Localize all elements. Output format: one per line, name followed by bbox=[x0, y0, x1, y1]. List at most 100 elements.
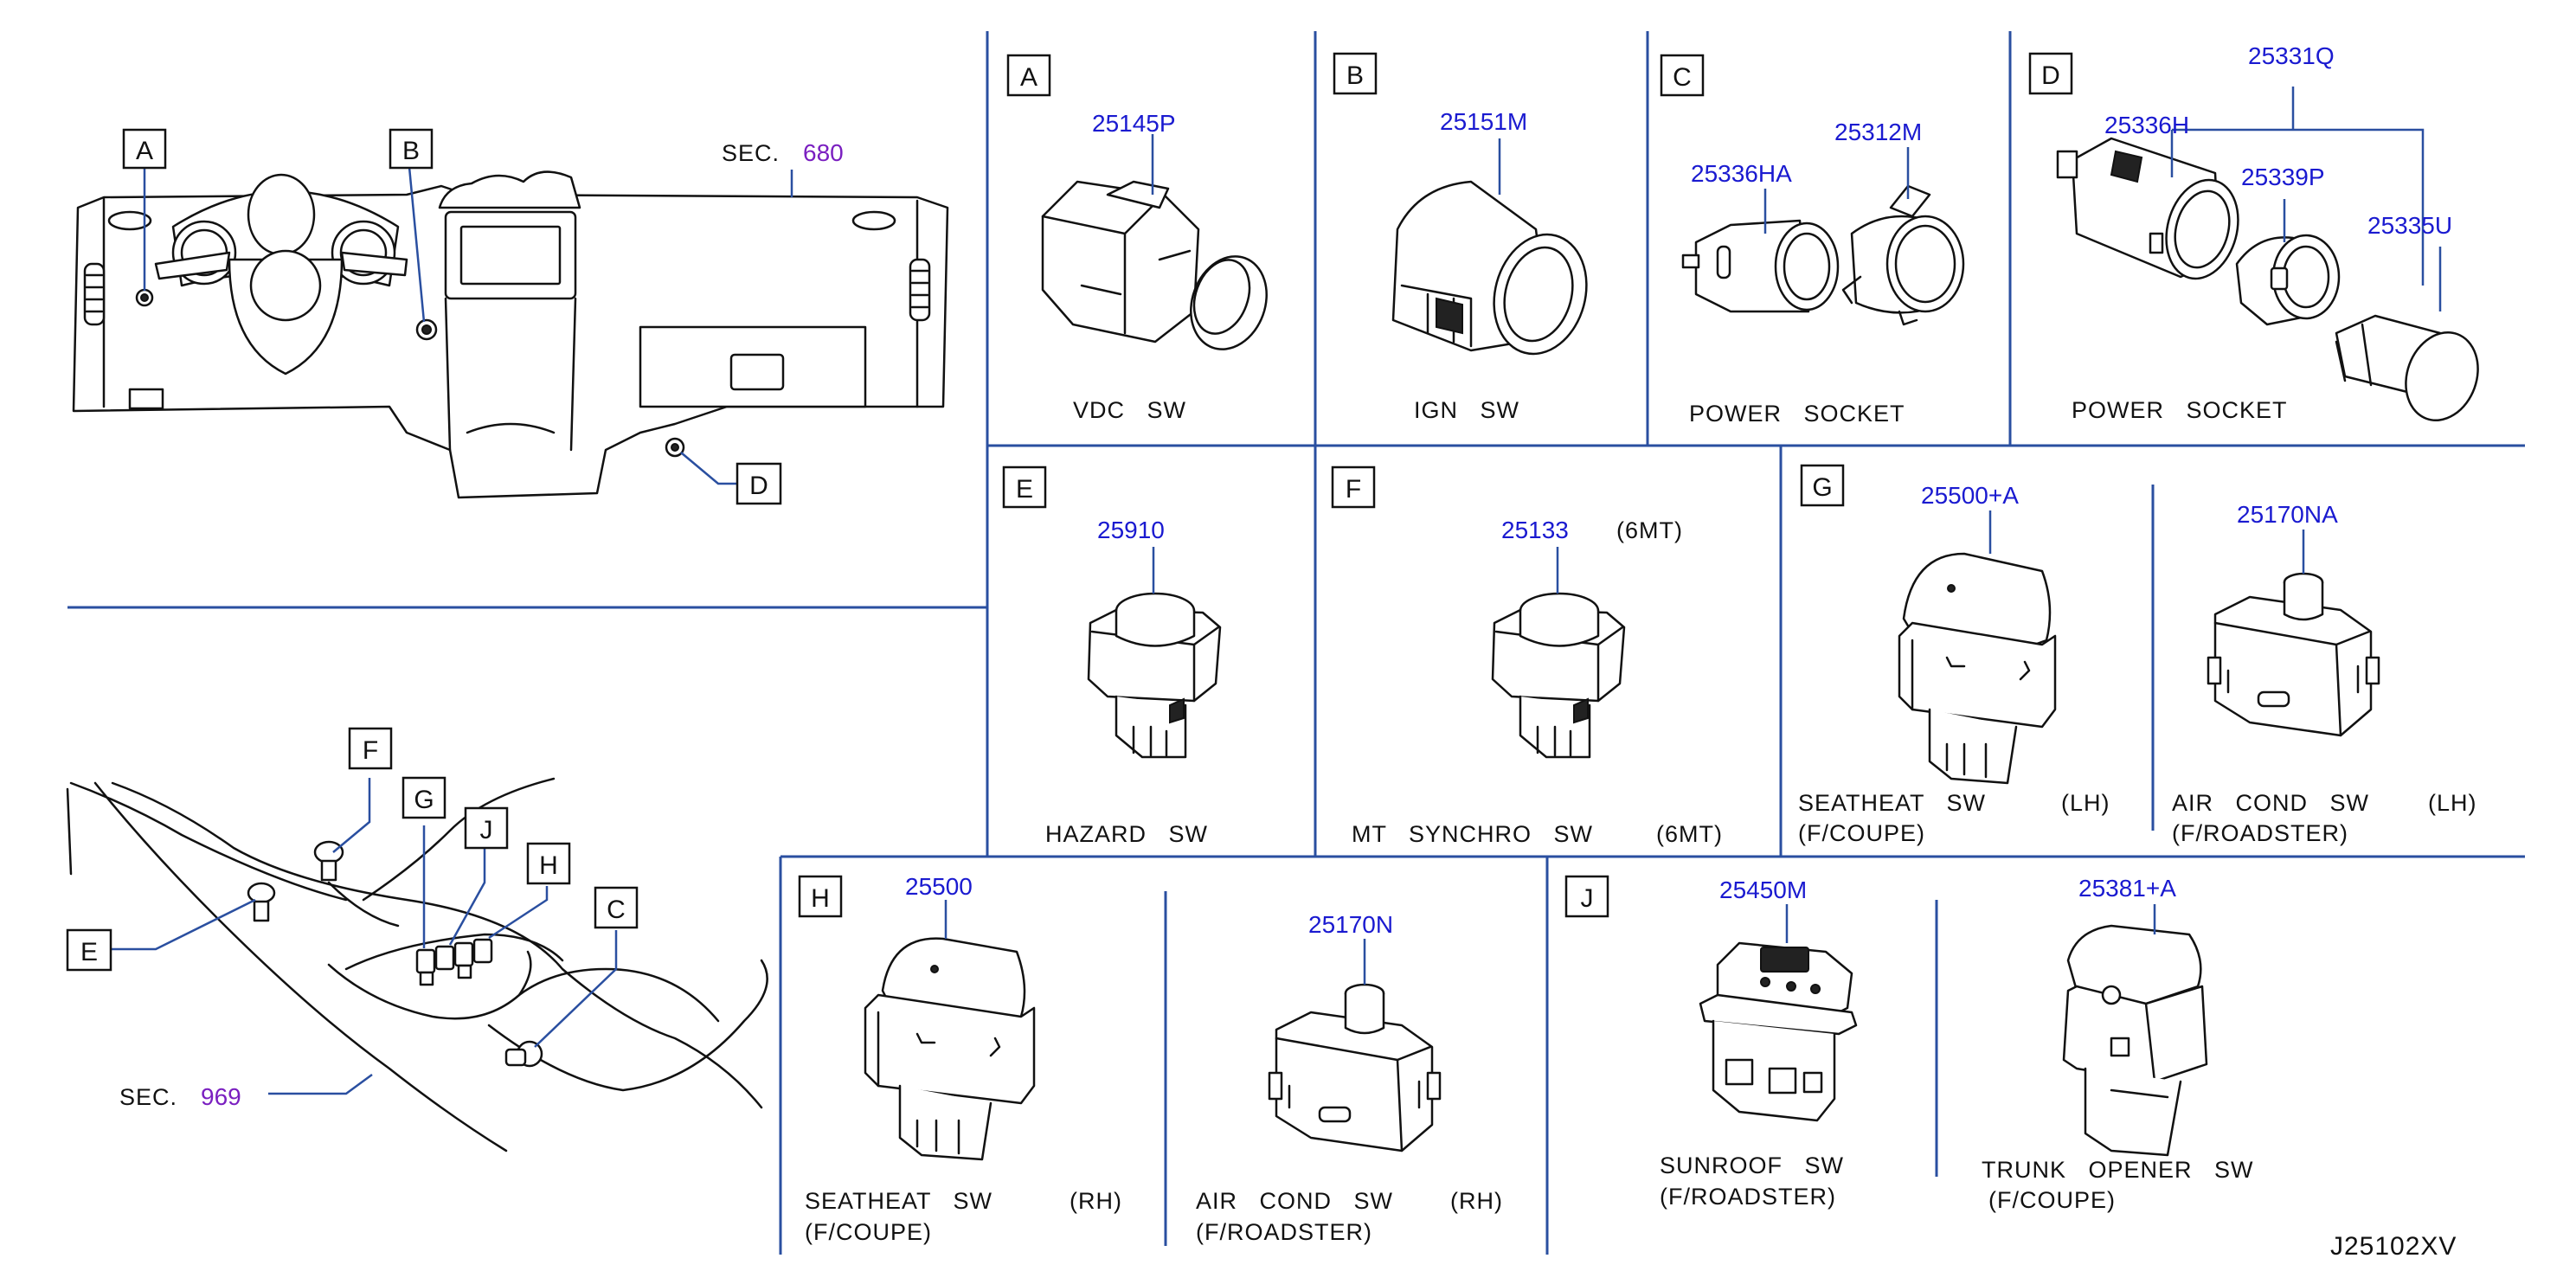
part-number[interactable]: 25331Q bbox=[2248, 42, 2335, 69]
svg-text:H: H bbox=[539, 851, 558, 880]
part-number[interactable]: 25910 bbox=[1097, 517, 1165, 543]
panel-label: POWER SOCKET bbox=[1689, 401, 1905, 427]
part-number[interactable]: 25500 bbox=[905, 873, 973, 900]
svg-text:G: G bbox=[1812, 473, 1832, 502]
svg-text:F: F bbox=[1346, 475, 1361, 504]
svg-text:J: J bbox=[1581, 884, 1594, 913]
svg-text:C: C bbox=[607, 896, 626, 924]
diagram-code: J25102XV bbox=[2330, 1232, 2457, 1261]
part-number[interactable]: 25500+A bbox=[1921, 482, 2019, 509]
part-number[interactable]: 25170NA bbox=[2237, 501, 2338, 528]
part-number[interactable]: 25145P bbox=[1092, 110, 1176, 137]
mt-synchro-switch-illustration bbox=[1491, 592, 1626, 759]
ign-switch-illustration bbox=[1391, 180, 1588, 356]
ref-box-panel-j: J bbox=[1564, 875, 1609, 918]
svg-text:D: D bbox=[2041, 61, 2060, 90]
power-socket-c-illustration bbox=[1681, 184, 1965, 326]
seatheat-rh-illustration bbox=[864, 937, 1036, 1161]
console-leaders bbox=[110, 778, 618, 1095]
panel-label: SEATHEAT SW bbox=[1798, 790, 1986, 816]
part-number[interactable]: 25339P bbox=[2241, 164, 2325, 190]
svg-text:D: D bbox=[749, 472, 768, 500]
sec-console-prefix: SEC. bbox=[119, 1084, 177, 1110]
trunk-opener-illustration bbox=[2062, 924, 2208, 1157]
ref-box-overview-a: A bbox=[122, 128, 167, 170]
panel-label: TRUNK OPENER SW bbox=[1982, 1157, 2254, 1183]
ref-box-overview-h: H bbox=[526, 842, 571, 885]
ref-box-panel-b: B bbox=[1333, 52, 1378, 95]
sunroof-switch-illustration bbox=[1699, 941, 1858, 1122]
panel-label: IGN SW bbox=[1414, 397, 1519, 423]
ref-box-overview-d: D bbox=[736, 462, 782, 505]
svg-text:E: E bbox=[1016, 475, 1033, 504]
panel-label-side: (RH) bbox=[1070, 1188, 1122, 1214]
ref-box-panel-f: F bbox=[1331, 465, 1376, 509]
ref-box-overview-j: J bbox=[464, 806, 509, 850]
dashboard-leaders bbox=[143, 166, 793, 485]
sec-console-number[interactable]: 969 bbox=[201, 1083, 241, 1110]
ref-box-panel-h: H bbox=[798, 875, 843, 918]
panel-label-variant: (F/COUPE) bbox=[1798, 820, 1925, 846]
panel-label: MT SYNCHRO SW bbox=[1352, 821, 1593, 847]
part-number[interactable]: 25336HA bbox=[1691, 160, 1792, 187]
svg-text:B: B bbox=[402, 137, 420, 165]
panel-label: POWER SOCKET bbox=[2072, 397, 2288, 423]
vdc-switch-illustration bbox=[1041, 180, 1268, 350]
ref-box-overview-g: G bbox=[401, 776, 446, 819]
dashboard-overview-drawing bbox=[72, 170, 949, 499]
panel-label-side: (RH) bbox=[1450, 1188, 1503, 1214]
air-cond-rh-illustration bbox=[1268, 983, 1442, 1152]
part-number[interactable]: 25170N bbox=[1308, 911, 1393, 938]
hazard-switch-illustration bbox=[1087, 592, 1222, 759]
console-switch-cluster bbox=[415, 938, 493, 986]
ref-box-overview-e: E bbox=[66, 928, 112, 972]
part-number[interactable]: 25450M bbox=[1719, 876, 1807, 903]
panel-label-variant: (F/ROADSTER) bbox=[1660, 1184, 1836, 1210]
ref-box-panel-a: A bbox=[1006, 54, 1051, 97]
panel-label-variant: (F/COUPE) bbox=[805, 1219, 932, 1245]
panel-label-variant: (F/ROADSTER) bbox=[1196, 1219, 1372, 1245]
part-number[interactable]: 25381+A bbox=[2078, 875, 2176, 902]
sec-dash-prefix: SEC. bbox=[722, 140, 780, 166]
part-note: (6MT) bbox=[1616, 517, 1683, 543]
air-cond-lh-illustration bbox=[2207, 572, 2380, 737]
panel-label: AIR COND SW bbox=[1196, 1188, 1393, 1214]
ref-box-panel-e: E bbox=[1002, 465, 1047, 509]
panel-label: VDC SW bbox=[1073, 397, 1186, 423]
panel-label-variant: (F/ROADSTER) bbox=[2172, 820, 2348, 846]
part-number[interactable]: 25151M bbox=[1440, 108, 1527, 135]
svg-text:H: H bbox=[811, 884, 830, 913]
panel-label-variant: (F/COUPE) bbox=[1988, 1187, 2116, 1213]
power-socket-d-illustration bbox=[2056, 137, 2479, 421]
ref-box-overview-c: C bbox=[594, 886, 639, 929]
ref-box-panel-d: D bbox=[2028, 52, 2073, 95]
part-number[interactable]: 25336H bbox=[2104, 112, 2189, 138]
svg-text:A: A bbox=[136, 137, 153, 165]
seatheat-lh-illustration bbox=[1898, 552, 2057, 785]
panel-label-side: (LH) bbox=[2061, 790, 2110, 816]
svg-text:J: J bbox=[480, 816, 493, 844]
panel-label: AIR COND SW bbox=[2172, 790, 2369, 816]
svg-text:E: E bbox=[80, 938, 98, 966]
ref-box-overview-b: B bbox=[389, 128, 434, 170]
part-number[interactable]: 25312M bbox=[1834, 119, 1922, 145]
panel-label-note: (6MT) bbox=[1656, 821, 1723, 847]
part-number[interactable]: 25133 bbox=[1501, 517, 1569, 543]
ref-box-panel-c: C bbox=[1660, 54, 1705, 97]
svg-text:B: B bbox=[1346, 61, 1364, 90]
svg-text:A: A bbox=[1020, 63, 1037, 92]
sec-dash-number[interactable]: 680 bbox=[803, 139, 844, 166]
part-number[interactable]: 25335U bbox=[2367, 212, 2452, 239]
console-overview-drawing bbox=[66, 777, 768, 1152]
part-leaders bbox=[944, 87, 2442, 985]
panel-label: HAZARD SW bbox=[1045, 821, 1208, 847]
ref-box-panel-g: G bbox=[1800, 464, 1845, 507]
ref-box-overview-f: F bbox=[348, 727, 393, 770]
svg-text:G: G bbox=[414, 786, 434, 814]
panel-dividers bbox=[67, 31, 2525, 1255]
panel-label-side: (LH) bbox=[2428, 790, 2477, 816]
svg-text:C: C bbox=[1673, 63, 1692, 92]
panel-label: SEATHEAT SW bbox=[805, 1188, 992, 1214]
svg-text:F: F bbox=[363, 736, 378, 765]
